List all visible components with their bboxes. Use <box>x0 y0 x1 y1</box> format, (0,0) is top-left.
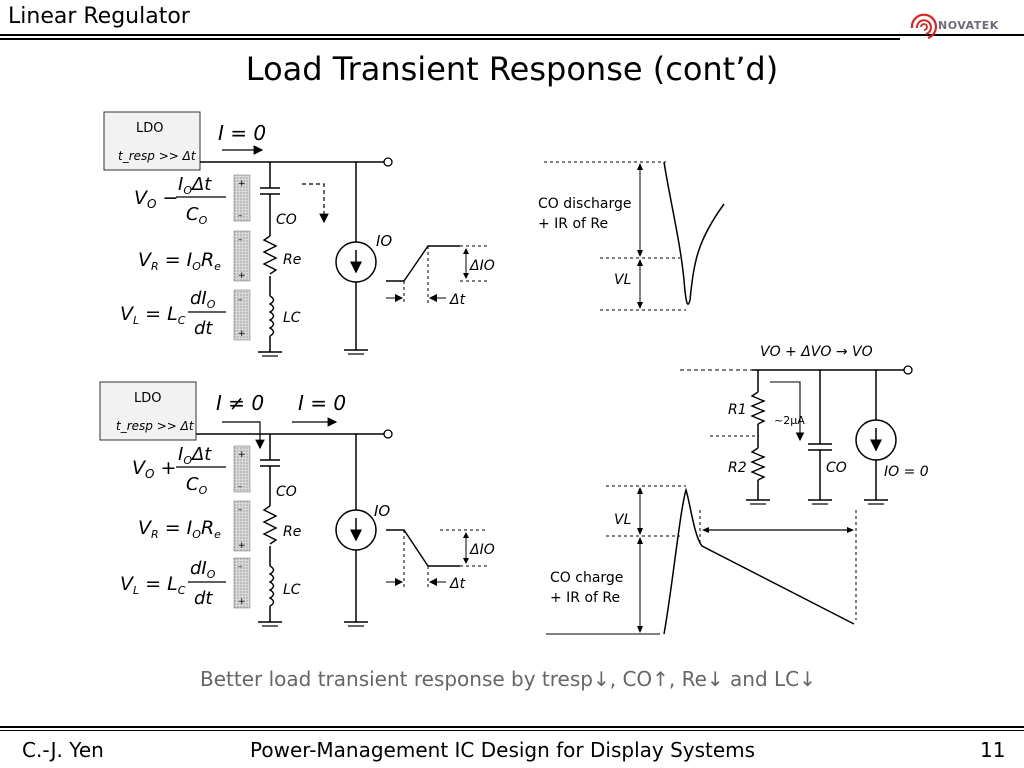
discharge-label-1: CO discharge <box>538 196 631 212</box>
ldo-box-bottom <box>99 381 197 441</box>
charge-label-1: CO charge <box>550 570 623 586</box>
r1-label: R1 <box>728 402 747 418</box>
svg-text:+: + <box>238 541 246 551</box>
re-label-top: Re <box>283 252 301 268</box>
lc-label-top: LC <box>283 310 301 326</box>
header-title: Linear Regulator <box>8 4 190 29</box>
ldo-box-top <box>103 111 201 171</box>
svg-text:+: + <box>238 450 246 460</box>
bottom-circuit: LDO t_resp >> Δt I ≠ 0 I = 0 CO Re LC + –… <box>99 381 495 627</box>
charge-label-2: + IR of Re <box>550 590 620 606</box>
right-circuit: VO + ΔVO → VO R1 R2 ~2μA CO IO = 0 <box>680 344 929 505</box>
svg-text:–: – <box>238 562 243 572</box>
dt-label-top: Δt <box>449 292 466 308</box>
dio-label-bottom: ΔIO <box>469 542 495 558</box>
current-label-bottom-1: I ≠ 0 <box>216 391 264 415</box>
waveform-bottom: VL CO charge + IR of Re <box>546 485 857 635</box>
vl-eq-bottom: VL = LC <box>120 573 186 597</box>
ldo-label-bottom: LDO <box>134 391 162 406</box>
footer-author: C.-J. Yen <box>22 738 104 762</box>
co-label-bottom: CO <box>276 484 297 500</box>
vo-transition-label: VO + ΔVO → VO <box>760 344 873 360</box>
vl-eq-top: VL = LC <box>120 303 186 327</box>
svg-text:+: + <box>238 271 246 281</box>
waveform-top: CO discharge + IR of Re VL <box>538 161 725 311</box>
header-rule-thin <box>0 34 1024 36</box>
svg-text:+: + <box>238 329 246 339</box>
svg-text:+: + <box>238 597 246 607</box>
ldo-label-top: LDO <box>136 121 164 136</box>
svg-text:CO: CO <box>186 474 208 497</box>
dt-label-bottom: Δt <box>449 576 466 592</box>
svg-text:–: – <box>238 505 243 515</box>
tresp-label-bottom: t_resp >> Δt <box>116 419 195 433</box>
vl-label-top: VL <box>614 272 631 288</box>
re-label-bottom: Re <box>283 524 301 540</box>
current-label-bottom-2: I = 0 <box>298 391 346 415</box>
conclusion-text: Better load transient response by tresp↓… <box>200 667 816 691</box>
tresp-label-top: t_resp >> Δt <box>118 149 197 163</box>
svg-text:dIO: dIO <box>190 288 216 311</box>
svg-text:–: – <box>238 211 243 221</box>
svg-text:dt: dt <box>194 588 213 609</box>
vo-eq-bottom: VO + <box>132 457 176 481</box>
bias-current-label: ~2μA <box>774 414 805 427</box>
vl-label-bottom: VL <box>614 512 631 528</box>
svg-text:–: – <box>238 482 243 492</box>
dio-label-top: ΔIO <box>469 258 495 274</box>
top-circuit: LDO t_resp >> Δt I = 0 CO Re LC + – – + – +… <box>103 111 495 357</box>
svg-text:+: + <box>238 179 246 189</box>
svg-text:dt: dt <box>194 318 213 339</box>
co-label-top: CO <box>276 212 297 228</box>
r2-label: R2 <box>728 460 747 476</box>
footer-rule-thin <box>0 730 1024 731</box>
novatek-logo <box>910 13 938 40</box>
footer-rule-thick <box>0 726 1024 728</box>
vr-eq-bottom: VR = IORe <box>138 517 221 541</box>
footer-page-number: 11 <box>980 738 1006 762</box>
discharge-label-2: + IR of Re <box>538 216 608 232</box>
vr-eq-top: VR = IORe <box>138 249 221 273</box>
current-label-top: I = 0 <box>218 121 266 145</box>
footer-course: Power-Management IC Design for Display S… <box>250 738 756 762</box>
io-label-top: IO <box>376 232 392 250</box>
logo-text: NOVATEK <box>938 19 999 32</box>
svg-text:IOΔt: IOΔt <box>178 174 212 197</box>
svg-text:IOΔt: IOΔt <box>178 444 212 467</box>
svg-text:–: – <box>238 235 243 245</box>
svg-text:CO: CO <box>186 204 208 227</box>
vo-eq-top: VO − <box>134 187 178 211</box>
lc-label-bottom: LC <box>283 582 301 598</box>
co-label-right: CO <box>826 460 847 476</box>
io-label-bottom: IO <box>374 502 390 520</box>
header-rule-thick <box>0 38 900 40</box>
io-zero-label: IO = 0 <box>884 464 929 480</box>
slide-title: Load Transient Response (cont’d) <box>245 50 779 88</box>
svg-text:–: – <box>238 295 243 305</box>
svg-text:dIO: dIO <box>190 558 216 581</box>
